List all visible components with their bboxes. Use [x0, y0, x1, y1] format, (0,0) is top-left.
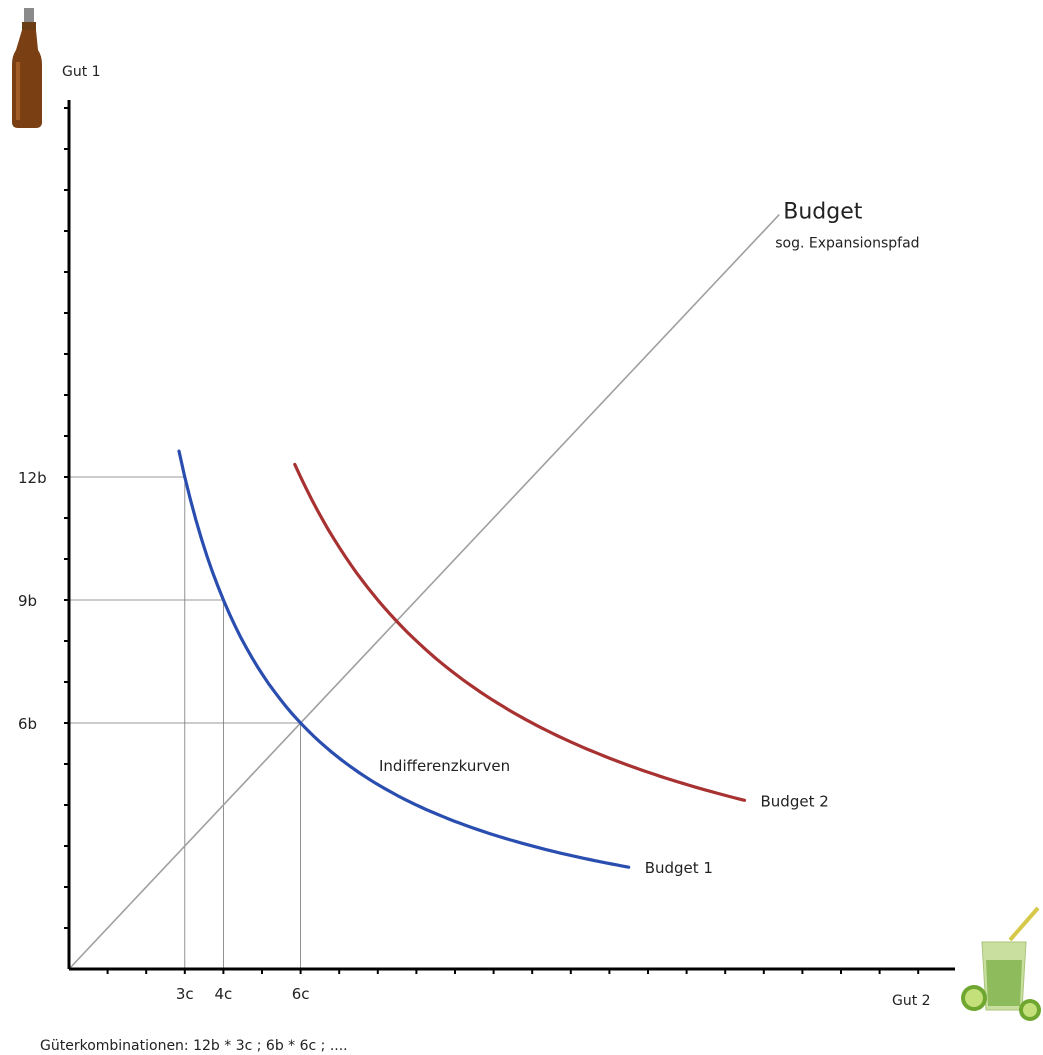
indifference-curve-budget-1: [177, 449, 631, 869]
y-axis-label: Gut 1: [62, 64, 101, 80]
x-axis-label: Gut 2: [892, 993, 931, 1009]
expansion-path-sublabel: sog. Expansionspfad: [775, 236, 919, 252]
indifference-curve-budget-2: [293, 462, 747, 802]
indifference-curves-label: Indifferenzkurven: [379, 757, 510, 775]
x-tick-label: 4c: [215, 985, 233, 1003]
y-tick-label: 9b: [18, 592, 37, 610]
expansion-path-line: [68, 214, 780, 970]
x-tick-label: 6c: [292, 985, 310, 1003]
curve-label-budget-2: Budget 2: [761, 792, 829, 810]
goods-combinations-note: Güterkombinationen: 12b * 3c ; 6b * 6c ;…: [40, 1038, 348, 1054]
curve-label-budget-1: Budget 1: [645, 859, 713, 877]
lime-drink-icon: [961, 906, 1041, 1021]
x-tick-label: 3c: [176, 985, 194, 1003]
beer-bottle-icon: [12, 8, 42, 128]
y-tick-label: 6b: [18, 715, 37, 733]
y-tick-label: 12b: [18, 469, 47, 487]
expansion-path-label: Budget: [783, 200, 863, 225]
